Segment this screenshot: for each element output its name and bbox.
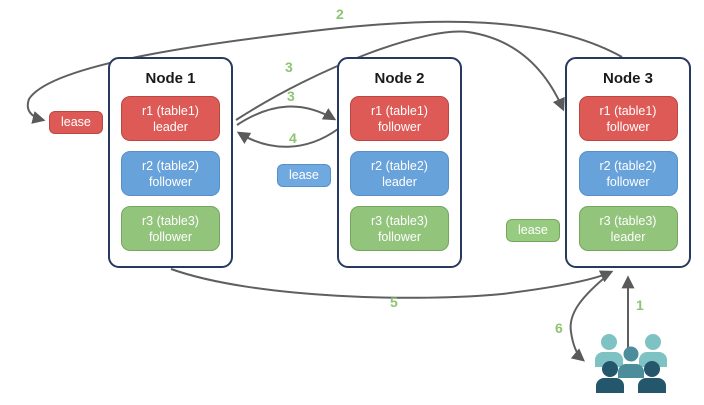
arrow-step2-node3-to-lease — [26, 20, 623, 124]
node-1: Node 1 r1 (table1) leader r2 (table2) fo… — [108, 57, 233, 268]
node-1-title: Node 1 — [145, 70, 196, 87]
node-1-replica-r3: r3 (table3) follower — [121, 206, 220, 251]
replica-role: leader — [610, 229, 646, 244]
person-figure-middle — [618, 346, 644, 378]
person-figure-dark-left — [596, 361, 624, 393]
node-1-replica-r2: r2 (table2) follower — [121, 151, 220, 196]
node-1-replica-r1: r1 (table1) leader — [121, 96, 220, 141]
person-figure-light-left — [595, 334, 623, 367]
step-label-5: 5 — [390, 294, 398, 310]
replica-label: r1 (table1) — [142, 103, 199, 118]
replica-label: r2 (table2) — [371, 158, 428, 173]
person-figure-dark-right — [638, 361, 666, 393]
node-3-replica-r1: r1 (table1) follower — [578, 96, 678, 141]
replica-label: r2 (table2) — [142, 158, 199, 173]
person-figure-light-right — [639, 334, 667, 367]
replica-label: r1 (table1) — [599, 103, 657, 118]
lease-label-red: lease — [49, 111, 103, 134]
arrow-step5-node1-to-node3 — [170, 268, 614, 299]
replica-label: r3 (table3) — [371, 213, 428, 228]
replica-role: leader — [153, 119, 188, 134]
node-2-replica-r2: r2 (table2) leader — [350, 151, 449, 196]
replica-role: follower — [148, 174, 193, 189]
replica-role: follower — [377, 119, 422, 134]
step-label-2: 2 — [336, 6, 344, 22]
node-3-title: Node 3 — [602, 70, 653, 87]
lease-label-blue: lease — [277, 164, 331, 187]
node-3: Node 3 r1 (table1) follower r2 (table2) … — [565, 57, 691, 268]
replica-role: leader — [382, 174, 417, 189]
replica-role: follower — [148, 229, 193, 244]
node-2: Node 2 r1 (table1) follower r2 (table2) … — [337, 57, 462, 268]
replica-label: r2 (table2) — [599, 158, 657, 173]
replica-role: follower — [606, 119, 650, 134]
node-3-replica-r2: r2 (table2) follower — [578, 151, 678, 196]
arrow-step6-node3-to-users — [569, 273, 610, 362]
arrow-step4-node2-to-node1 — [236, 128, 339, 148]
step-label-3-upper: 3 — [285, 59, 293, 75]
step-label-1: 1 — [636, 297, 644, 313]
step-label-6: 6 — [555, 320, 563, 336]
arrow-step3-node1-to-node2 — [236, 105, 337, 126]
lease-label-green: lease — [506, 219, 560, 242]
arrow-step3-node1-to-node3 — [235, 30, 565, 121]
step-label-3-lower: 3 — [287, 88, 295, 104]
replica-role: follower — [606, 174, 650, 189]
replica-label: r3 (table3) — [599, 213, 657, 228]
node-2-replica-r1: r1 (table1) follower — [350, 96, 449, 141]
node-2-title: Node 2 — [374, 70, 425, 87]
node-3-replica-r3: r3 (table3) leader — [578, 206, 678, 251]
step-label-4: 4 — [289, 130, 297, 146]
node-2-replica-r3: r3 (table3) follower — [350, 206, 449, 251]
replica-label: r1 (table1) — [371, 103, 428, 118]
replica-role: follower — [377, 229, 422, 244]
users-icon — [595, 334, 667, 393]
replica-label: r3 (table3) — [142, 213, 199, 228]
